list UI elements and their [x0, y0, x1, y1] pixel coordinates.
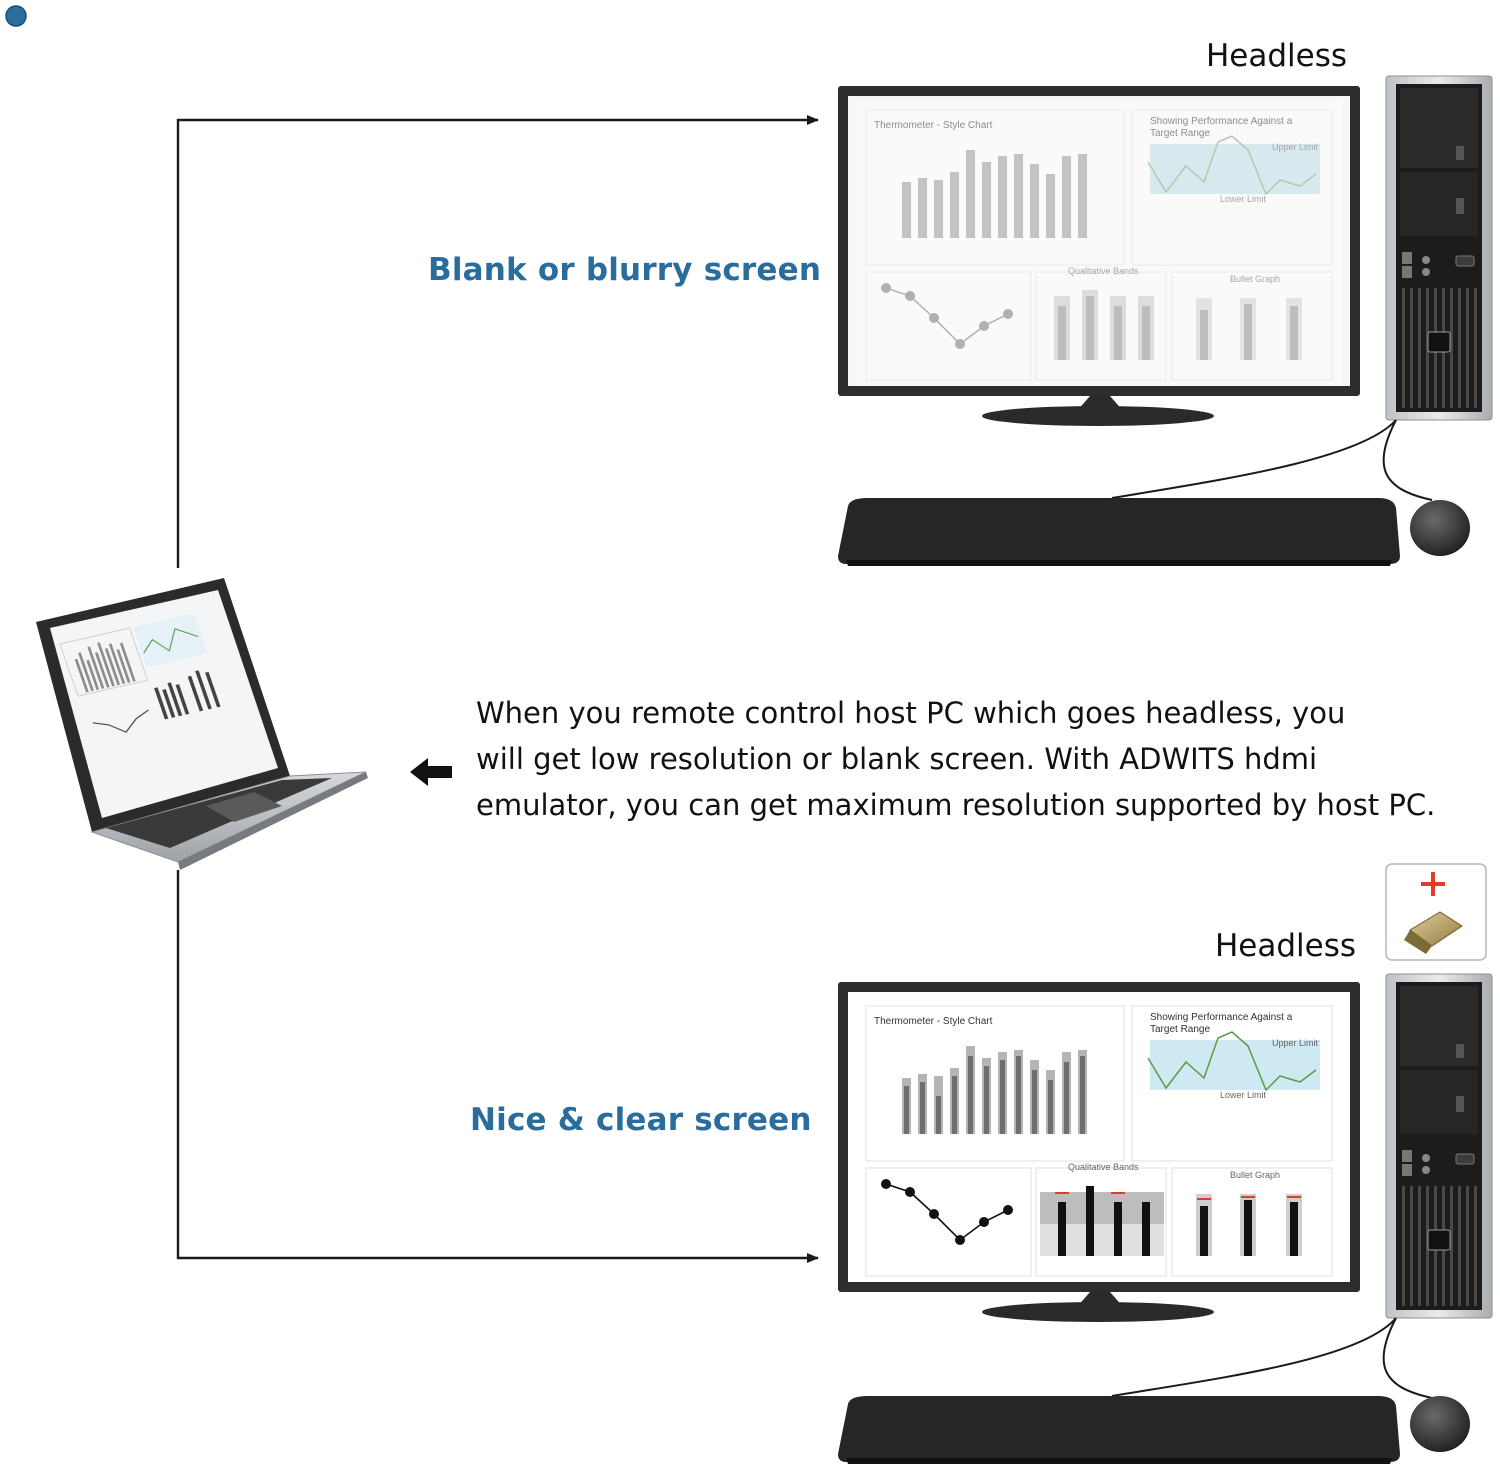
top-screen-content: Thermometer - Style Chart Showing Perfor… [855, 99, 1343, 387]
bottom-chart2-title-2: Target Range [1150, 1024, 1210, 1035]
connection-lines [176, 115, 819, 1263]
bottom-chart2-title-1: Showing Performance Against a [1150, 1012, 1293, 1023]
description-line-1: When you remote control host PC which go… [476, 696, 1346, 730]
left-arrow-icon [410, 758, 452, 786]
top-monitor: Thermometer - Style Chart Showing Perfor… [838, 86, 1360, 426]
bottom-headless-label: Headless [1215, 928, 1357, 964]
top-pc-tower [1385, 75, 1493, 421]
bottom-monitor: Thermometer - Style Chart Showing Perfor… [838, 982, 1360, 1322]
description-text: When you remote control host PC which go… [476, 690, 1486, 828]
corner-dot [5, 5, 27, 27]
bottom-pc-tower [1385, 973, 1493, 1319]
top-chart5-title: Bullet Graph [1230, 274, 1280, 284]
top-arrow [176, 115, 819, 568]
top-upper-limit: Upper Limit [1272, 142, 1319, 152]
bottom-arrow [176, 870, 819, 1263]
bottom-chart4-title: Qualitative Bands [1068, 1162, 1139, 1172]
top-chart4-title: Qualitative Bands [1068, 266, 1139, 276]
top-lower-limit: Lower Limit [1220, 194, 1267, 204]
description-line-2: will get low resolution or blank screen.… [476, 742, 1318, 776]
top-chart2-title-1: Showing Performance Against a [1150, 116, 1293, 127]
bottom-lower-limit: Lower Limit [1220, 1090, 1267, 1100]
hdmi-emulator-box [1385, 863, 1487, 961]
top-chart1-title: Thermometer - Style Chart [874, 120, 993, 131]
bottom-caption: Nice & clear screen [470, 1102, 812, 1138]
laptop-image [36, 578, 368, 870]
bottom-chart5-title: Bullet Graph [1230, 1170, 1280, 1180]
top-headless-label: Headless [1206, 38, 1348, 74]
top-chart2-title-2: Target Range [1150, 128, 1210, 139]
bottom-chart1-title: Thermometer - Style Chart [874, 1016, 993, 1027]
bottom-upper-limit: Upper Limit [1272, 1038, 1319, 1048]
bottom-peripherals [838, 1317, 1470, 1464]
description-line-3: emulator, you can get maximum resolution… [476, 788, 1436, 822]
top-caption: Blank or blurry screen [428, 252, 822, 288]
bottom-screen-content: Thermometer - Style Chart Showing Perfor… [855, 995, 1343, 1283]
top-peripherals [838, 419, 1470, 566]
